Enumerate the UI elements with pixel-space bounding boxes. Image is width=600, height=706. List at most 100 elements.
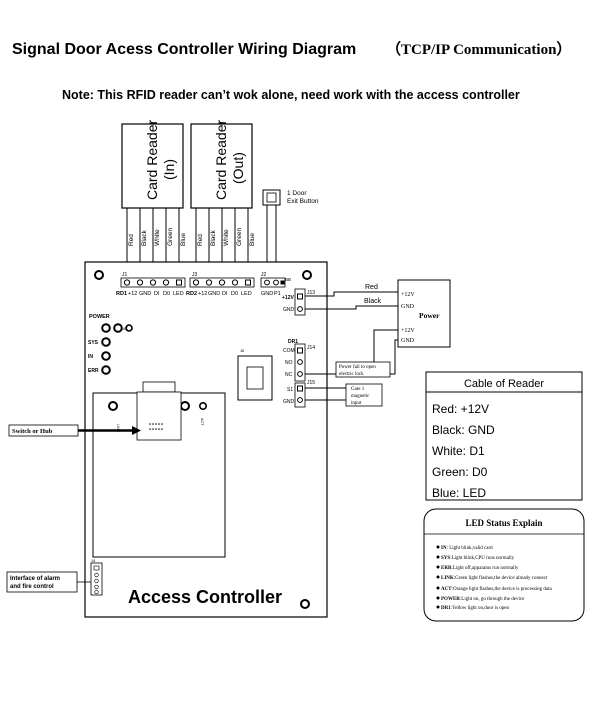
j3-pin-rd2: RD2 — [186, 291, 197, 297]
lock-label-1: Power fail to open — [339, 365, 376, 370]
wire-label-black: Black — [141, 229, 148, 246]
connector-j13: J13 +12V GND — [282, 288, 315, 316]
cable-row-black: Black: GND — [432, 423, 495, 437]
svg-text:IN: Light blink,valid card: IN: Light blink,valid card — [441, 546, 493, 551]
j2-pin-gnd: GND — [261, 291, 273, 297]
j3-label: J3 — [192, 272, 198, 278]
connector-j15: J15 S1 GND — [283, 380, 315, 408]
j1-pin-rd1: RD1 — [116, 291, 127, 297]
j2-label: J2 — [261, 272, 267, 278]
power-12v-1: +12V — [401, 292, 415, 298]
in-indicator-label: IN — [88, 354, 93, 360]
alarm-interface: Interface of alarm and fire control J4 — [6, 558, 103, 596]
j1-pin-di: DI — [154, 291, 160, 297]
led-status-item: DR1:Yellow light on,door is open — [436, 605, 509, 611]
reader-out-wire-labels: Red Black White Green Blue — [197, 228, 256, 246]
wire-label-blue: Blue — [249, 233, 256, 246]
j2-pin-p1: P1 — [274, 291, 281, 297]
led-status-item: ACT:Orange light flashes,the device is p… — [436, 586, 552, 592]
j13-label: J13 — [307, 290, 315, 296]
card-reader-out: Card Reader (Out) — [190, 120, 253, 209]
led-status-item: ERR:Light off,apparatus run normally — [436, 565, 519, 571]
led-status-title: LED Status Explain — [465, 518, 542, 528]
cable-row-green: Green: D0 — [432, 465, 488, 479]
j14-pin-nc: NC — [285, 372, 293, 378]
j4-label: J4 — [91, 558, 96, 563]
sys-indicator-label: SYS — [88, 340, 99, 346]
ethernet-module: LINK ACT — [92, 381, 226, 558]
cable-row-white: White: D1 — [432, 444, 485, 458]
indicator-leds: POWER AC SYS IN ERR — [88, 314, 133, 375]
gate-label-1: Gate 1 — [351, 387, 365, 392]
wire-label-black: Black — [210, 229, 217, 246]
switch-hub-label: Switch or Hub — [12, 428, 53, 435]
j1-pin-gnd: GND — [139, 291, 151, 297]
svg-text:ACT:Orange light flashes,the d: ACT:Orange light flashes,the device is p… — [441, 587, 552, 592]
card-reader-out-label: Card Reader — [213, 120, 229, 200]
j2-pin-bb: BB — [285, 277, 291, 282]
led-status-item: POWER:Light on, go through the device — [436, 596, 525, 602]
cable-row-red: Red: +12V — [432, 402, 489, 416]
svg-text:ERR:Light off,apparatus run no: ERR:Light off,apparatus run normally — [441, 566, 519, 571]
j3-pin-d0: D0 — [231, 291, 238, 297]
j14-pin-com: COM — [283, 348, 295, 354]
svg-text:LINK:Green light flashes,the d: LINK:Green light flashes,the device alre… — [441, 576, 548, 581]
power-12v-2: +12V — [401, 328, 415, 334]
power-gnd-1: GND — [401, 304, 415, 310]
j13-pin-12v: +12V — [282, 295, 294, 301]
card-reader-in: Card Reader (In) — [121, 120, 184, 209]
connector-j3: J3 RD2 +12 GND DI D0 LED — [186, 272, 255, 297]
card-reader-out-sub: (Out) — [230, 152, 246, 184]
svg-text:POWER:Light on, go through the: POWER:Light on, go through the device — [441, 597, 525, 602]
gate-input-box: Gate 1 magnetic input — [345, 383, 383, 407]
power-indicator-label: POWER — [89, 314, 110, 320]
j3-pin-gnd: GND — [208, 291, 220, 297]
switch-hub-callout: Switch or Hub — [8, 424, 141, 437]
power-label: Power — [419, 311, 440, 320]
j1-pin-led: LED — [173, 291, 184, 297]
card-reader-in-label: Card Reader — [144, 120, 160, 200]
j15-pin-gnd: GND — [283, 399, 295, 405]
electric-lock-box: Power fail to open electric lock — [335, 361, 391, 378]
cable-legend-title: Cable of Reader — [464, 378, 544, 390]
led-status-item: LINK:Green light flashes,the device alre… — [436, 575, 548, 581]
wire-label-white: White — [223, 229, 230, 246]
power-gnd-2: GND — [401, 338, 415, 344]
connector-j2: J2 GND P1 BB — [260, 272, 291, 297]
wire-black-label: Black — [364, 298, 382, 305]
reader-in-wire-labels: Red Black White Green Blue — [128, 228, 187, 246]
connector-j14: DR1 J14 COM NO NC — [283, 339, 315, 382]
wire-red-label: Red — [365, 284, 378, 291]
j14-pin-no: NO — [285, 360, 293, 366]
relay-label: J6 — [240, 348, 245, 353]
j14-label: J14 — [307, 345, 315, 351]
exit-button-label-1: 1 Door — [287, 190, 307, 197]
svg-text:SYS:Light blink,CPU runs norma: SYS:Light blink,CPU runs normally — [441, 556, 515, 561]
j15-label: J15 — [307, 380, 315, 386]
j3-pin-led: LED — [241, 291, 252, 297]
act-label: ACT — [200, 418, 204, 426]
alarm-label-1: Interface of alarm — [10, 576, 60, 582]
cable-legend: Cable of Reader Red: +12V Black: GND Whi… — [425, 371, 583, 501]
wire-label-green: Green — [167, 228, 174, 246]
wire-label-green: Green — [236, 228, 243, 246]
j3-pin-di: DI — [222, 291, 228, 297]
page-title-suffix: （TCP/IP Communication） — [386, 40, 571, 58]
j1-label: J1 — [122, 272, 128, 278]
alarm-label-2: and fire control — [10, 584, 54, 590]
j13-pin-gnd: GND — [283, 307, 295, 313]
j3-pin-12: +12 — [198, 291, 207, 297]
relay-component: J6 — [237, 348, 273, 401]
page-title: Signal Door Acess Controller Wiring Diag… — [12, 41, 356, 58]
power-supply: +12V GND Power +12V GND — [397, 279, 451, 348]
j1-pin-d0: D0 — [163, 291, 170, 297]
wire-label-blue: Blue — [180, 233, 187, 246]
power-indicator-sub: AC — [123, 327, 129, 331]
note-text: Note: This RFID reader can’t wok alone, … — [62, 88, 520, 102]
svg-text:DR1:Yellow light on,door is op: DR1:Yellow light on,door is open — [441, 606, 509, 611]
wire-label-white: White — [154, 229, 161, 246]
card-reader-in-sub: (In) — [161, 159, 177, 180]
led-status-item: SYS:Light blink,CPU runs normally — [436, 555, 515, 561]
j15-pin-s1: S1 — [287, 387, 293, 393]
gate-label-2: magnetic — [351, 394, 370, 399]
